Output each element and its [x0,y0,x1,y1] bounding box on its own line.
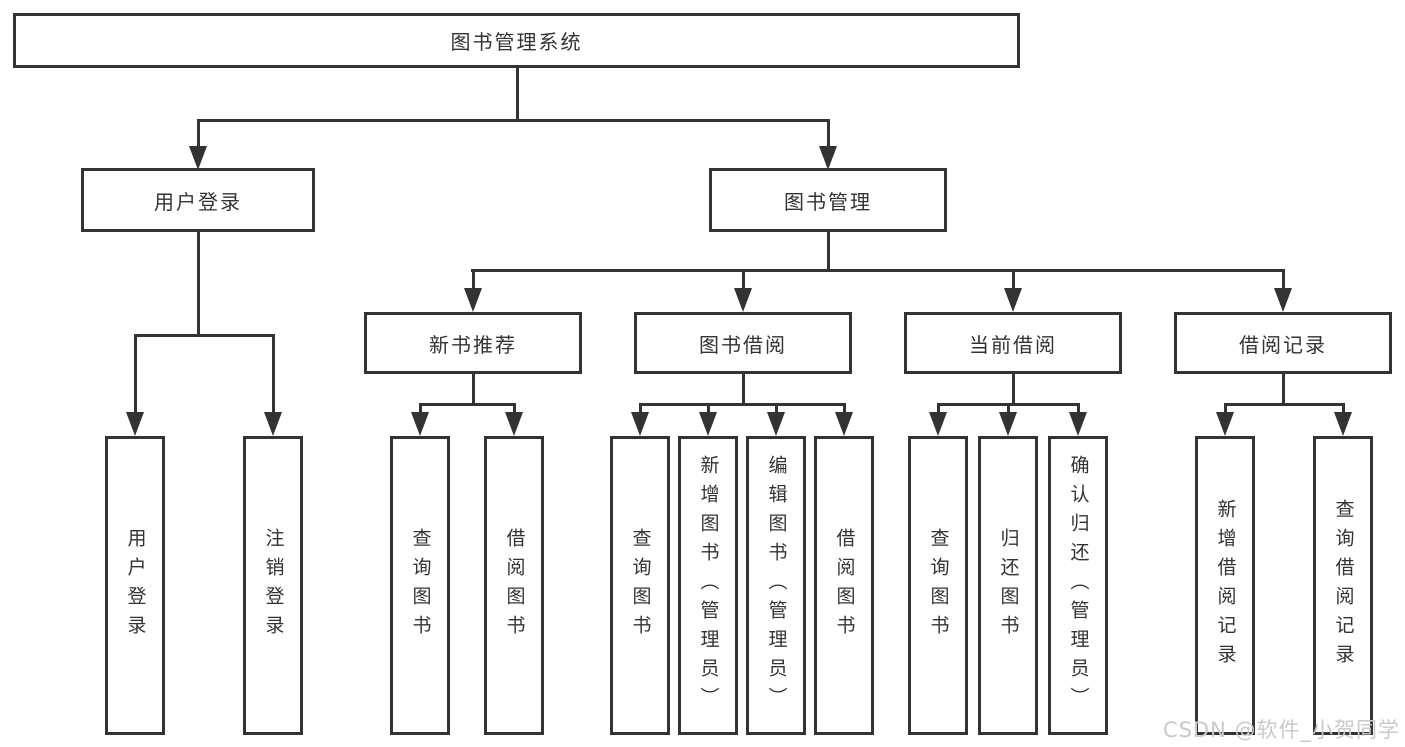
connector-line [419,403,516,406]
arrowhead-down-icon [1069,412,1087,436]
node-label: 借阅记录 [1239,332,1327,357]
connector-line [827,119,830,150]
node-leaf-query-books: 查询图书 [908,436,968,735]
node-label: 图书管理 [784,189,872,214]
connector-line [419,403,422,416]
connector-line [937,403,940,416]
connector-line [639,403,642,416]
connector-line [197,119,200,150]
node-label: 图书管理系统 [450,30,583,54]
connector-line [1007,403,1010,416]
arrowhead-down-icon [264,412,282,436]
arrowhead-down-icon [1216,412,1234,436]
node-label: 查询借阅记录 [1332,498,1355,673]
connector-line [1012,374,1015,405]
connector-line [472,374,475,405]
node-label: 用户登录 [154,189,242,214]
node-leaf-confirm-return-admin: 确认归还（管理员） [1048,436,1108,735]
connector-line [775,403,778,416]
node-leaf-edit-book-admin: 编辑图书（管理员） [746,436,806,735]
connector-line [134,334,137,414]
connector-line [134,334,275,337]
connector-line [639,403,846,406]
node-leaf-logout: 注销登录 [243,436,303,735]
arrowhead-down-icon [411,412,429,436]
node-label: 当前借阅 [969,332,1057,357]
node-leaf-return-books: 归还图书 [978,436,1038,735]
connector-line [197,232,200,336]
connector-line [1224,403,1344,406]
arrowhead-down-icon [835,412,853,436]
connector-line [827,232,830,271]
node-library-system: 图书管理系统 [13,13,1020,68]
connector-line [472,269,475,290]
node-label: 确认归还（管理员） [1067,455,1090,716]
connector-line [1342,403,1345,416]
node-leaf-query-books: 查询图书 [390,436,450,735]
connector-line [513,403,516,416]
node-label: 图书借阅 [699,332,787,357]
node-label: 借阅图书 [833,527,856,644]
arrowhead-down-icon [819,146,837,170]
node-leaf-user-login: 用户登录 [105,436,165,735]
connector-line [1077,403,1080,416]
arrowhead-down-icon [505,412,523,436]
arrowhead-down-icon [929,412,947,436]
connector-line [197,119,830,122]
node-new-book-recommend: 新书推荐 [364,312,582,374]
node-leaf-borrow-books: 借阅图书 [484,436,544,735]
node-label: 注销登录 [262,527,285,644]
node-label: 归还图书 [997,527,1020,644]
csdn-watermark: CSDN @软件_小贺同学 [1162,718,1400,742]
connector-line [742,374,745,405]
connector-line [707,403,710,416]
connector-line [1012,269,1015,290]
arrowhead-down-icon [699,412,717,436]
connector-line [1224,403,1227,416]
node-label: 新增图书（管理员） [697,455,720,716]
node-leaf-query-borrow-record: 查询借阅记录 [1313,436,1373,735]
connector-line [272,334,275,414]
node-leaf-add-book-admin: 新增图书（管理员） [678,436,738,735]
arrowhead-down-icon [189,146,207,170]
arrowhead-down-icon [1274,288,1292,312]
node-label: 新增借阅记录 [1214,498,1237,673]
arrowhead-down-icon [999,412,1017,436]
node-borrow-records: 借阅记录 [1174,312,1392,374]
node-label: 新书推荐 [429,332,517,357]
node-user-login: 用户登录 [81,168,315,232]
node-current-borrow: 当前借阅 [904,312,1122,374]
node-book-management: 图书管理 [709,168,947,232]
connector-line [516,68,519,120]
arrowhead-down-icon [1004,288,1022,312]
arrowhead-down-icon [734,288,752,312]
node-label: 查询图书 [409,527,432,644]
node-label: 借阅图书 [503,527,526,644]
node-label: 用户登录 [124,527,147,644]
connector-line [1282,374,1285,405]
connector-line [742,269,745,290]
node-label: 查询图书 [927,527,950,644]
node-leaf-borrow-books: 借阅图书 [814,436,874,735]
connector-line [1282,269,1285,290]
arrowhead-down-icon [126,412,144,436]
arrowhead-down-icon [767,412,785,436]
node-book-borrow: 图书借阅 [634,312,852,374]
node-leaf-add-borrow-record: 新增借阅记录 [1195,436,1255,735]
arrowhead-down-icon [464,288,482,312]
arrowhead-down-icon [1334,412,1352,436]
node-leaf-query-books: 查询图书 [610,436,670,735]
connector-line [471,269,1284,272]
node-label: 编辑图书（管理员） [765,455,788,716]
connector-line [843,403,846,416]
node-label: 查询图书 [629,527,652,644]
arrowhead-down-icon [631,412,649,436]
